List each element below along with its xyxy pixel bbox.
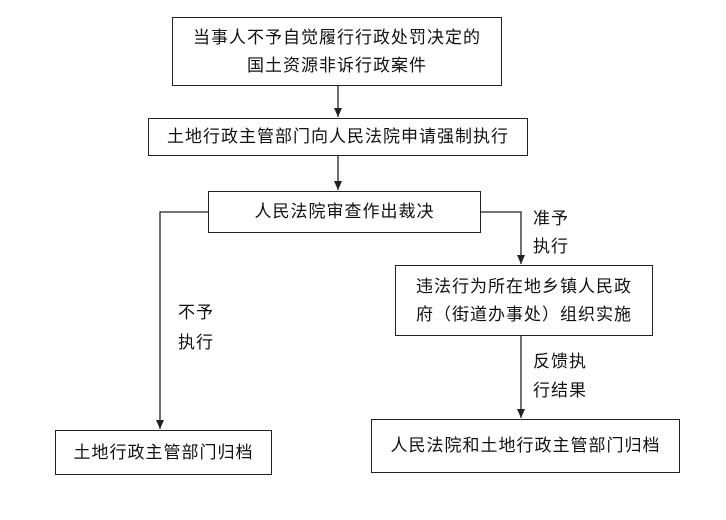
arrow-review-to-archive-left bbox=[156, 211, 208, 429]
node-apply-label: 土地行政主管部门向人民法院申请强制执行 bbox=[167, 127, 509, 147]
node-review-label: 人民法院审查作出裁决 bbox=[254, 202, 435, 222]
node-review: 人民法院审查作出裁决 bbox=[208, 191, 481, 233]
edge-label-feedback: 反馈执 行结果 bbox=[533, 348, 587, 406]
edge-label-approve-line2: 执行 bbox=[533, 237, 569, 257]
node-archive-left-label: 土地行政主管部门归档 bbox=[73, 442, 254, 463]
node-archive-left: 土地行政主管部门归档 bbox=[55, 430, 272, 475]
node-implement-line2: 府（街道办事处）组织实施 bbox=[416, 304, 632, 325]
node-implement: 违法行为所在地乡镇人民政 府（街道办事处）组织实施 bbox=[395, 265, 653, 336]
edge-label-reject-line1: 不予 bbox=[178, 303, 214, 323]
node-apply: 土地行政主管部门向人民法院申请强制执行 bbox=[148, 118, 528, 156]
edge-label-feedback-line2: 行结果 bbox=[533, 381, 587, 401]
edge-label-reject-line2: 执行 bbox=[178, 333, 214, 353]
node-case-line1: 当事人不予自觉履行行政处罚决定的 bbox=[193, 27, 481, 48]
node-archive-right-label: 人民法院和土地行政主管部门归档 bbox=[390, 436, 661, 456]
edge-label-reject: 不予 执行 bbox=[178, 298, 214, 358]
node-implement-line1: 违法行为所在地乡镇人民政 bbox=[416, 276, 632, 297]
edge-label-approve: 准予 执行 bbox=[533, 205, 569, 261]
node-case-line2: 国土资源非诉行政案件 bbox=[247, 55, 427, 76]
arrow-review-to-implement bbox=[481, 211, 525, 264]
edge-label-feedback-line1: 反馈执 bbox=[533, 352, 587, 372]
node-case: 当事人不予自觉履行行政处罚决定的 国土资源非诉行政案件 bbox=[172, 17, 502, 86]
edge-label-approve-line1: 准予 bbox=[533, 209, 569, 229]
node-archive-right: 人民法院和土地行政主管部门归档 bbox=[371, 419, 680, 473]
